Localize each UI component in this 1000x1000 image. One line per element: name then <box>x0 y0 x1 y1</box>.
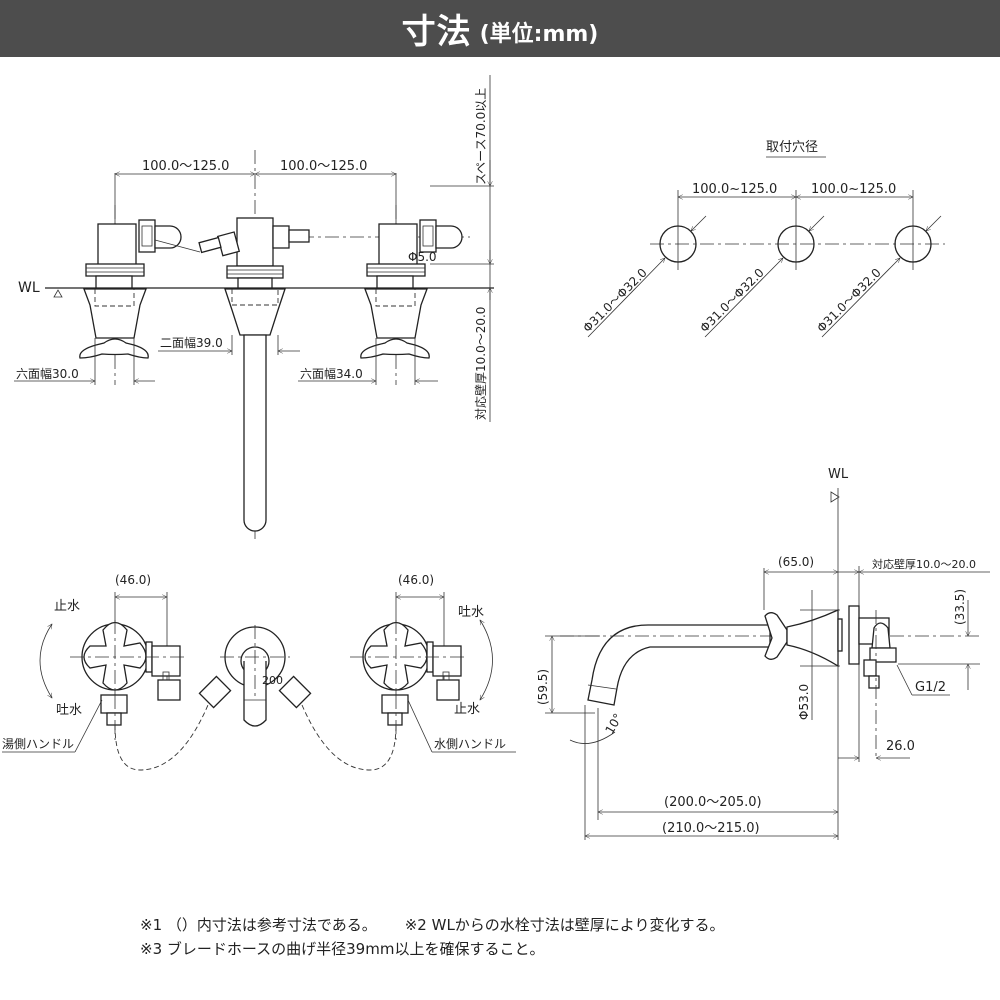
page-header: 寸法 (単位:mm) <box>0 0 1000 57</box>
phi-5-label: Φ5.0 <box>408 250 437 264</box>
wl-triangle-icon <box>830 491 840 503</box>
side-view: WL (65.0) 対応壁厚10.0～20.0 (33.5) <box>536 467 990 840</box>
hole-view-title: 取付穴径 <box>766 140 818 155</box>
center-valve <box>154 217 310 532</box>
right-hex-label: 六面幅34.0 <box>300 366 363 381</box>
spout <box>587 624 771 706</box>
right-valve <box>360 219 463 385</box>
flange <box>848 605 860 665</box>
hole-spacing-left: 100.0~125.0 <box>692 182 777 197</box>
leader-line <box>587 258 665 338</box>
left-valve <box>79 219 182 385</box>
leader-line <box>407 699 433 753</box>
hose-nut <box>863 659 877 677</box>
angle-arc <box>569 731 616 744</box>
side-escutcheon <box>786 608 839 668</box>
leader-line <box>926 215 942 231</box>
note-3: ※3 ブレードホースの曲げ半径39mm以上を確保すること。 <box>140 940 545 958</box>
left-stop-label: 止水 <box>54 599 80 614</box>
space-label: スペース70.0以上 <box>474 88 488 185</box>
cold-handle <box>362 621 462 726</box>
wl-triangle-icon <box>53 289 63 298</box>
wall-fitting <box>837 618 843 652</box>
hole-diameter-1: Φ31.0～Φ32.0 <box>580 266 650 336</box>
side-wl-label: WL <box>828 467 849 482</box>
hole-view: 取付穴径 100.0~125.0 100.0~125.0 Φ31.0～Φ32.0… <box>580 140 945 338</box>
top-view: (46.0) (46.0) 止水 吐水 吐水 止水 <box>2 573 516 771</box>
dim-spacing-right: 100.0～125.0 <box>280 159 367 174</box>
wl-label: WL <box>18 280 40 296</box>
header-title: 寸法 <box>401 12 472 52</box>
note-1: ※1 （）内寸法は参考寸法である。 <box>140 916 377 934</box>
wall-thickness-label: 対応壁厚10.0～20.0 <box>473 307 488 420</box>
hot-handle-label: 湯側ハンドル <box>2 737 74 751</box>
leader-line <box>704 258 783 338</box>
thread-label: G1/2 <box>915 680 946 695</box>
mounting-hole <box>777 225 815 263</box>
left-hex-label: 六面幅30.0 <box>16 366 79 381</box>
handle-offset-label: (65.0) <box>778 555 814 569</box>
rotation-arrow-icon <box>39 624 53 698</box>
center-label: 200 <box>262 674 283 687</box>
reach-inner-label: (200.0～205.0) <box>664 795 762 810</box>
reach-outer-label: (210.0～215.0) <box>662 821 760 836</box>
flange-diameter-label: Φ53.0 <box>797 684 811 720</box>
leader-line <box>74 699 103 753</box>
header-unit: (単位:mm) <box>479 21 599 47</box>
front-view: 100.0～125.0 100.0～125.0 WL <box>14 75 494 540</box>
right-flow-label: 吐水 <box>458 605 484 620</box>
leader-line <box>691 215 707 231</box>
left-hose <box>114 704 209 771</box>
mounting-hole <box>659 225 697 263</box>
hole-spacing-right: 100.0~125.0 <box>811 182 896 197</box>
rotation-arrow-icon <box>479 620 493 700</box>
center-width-label: 二面幅39.0 <box>160 335 223 350</box>
right-stop-label: 止水 <box>454 702 480 717</box>
hose <box>868 675 880 689</box>
depth-label: 26.0 <box>886 739 915 754</box>
height-right-label: (33.5) <box>953 589 967 625</box>
drop-label: (59.5) <box>536 669 550 705</box>
note-2: ※2 WLからの水栓寸法は壁厚により変化する。 <box>404 916 725 934</box>
left-offset-label: (46.0) <box>115 573 151 587</box>
leader-line <box>809 215 825 231</box>
mounting-hole <box>894 225 932 263</box>
cold-handle-label: 水側ハンドル <box>434 737 506 751</box>
technical-drawing: 100.0～125.0 100.0～125.0 WL <box>2 75 990 840</box>
dim-spacing-left: 100.0～125.0 <box>142 159 229 174</box>
right-hose <box>301 704 397 771</box>
thread-fitting <box>869 647 897 663</box>
notes: ※1 （）内寸法は参考寸法である。 ※2 WLからの水栓寸法は壁厚により変化する。… <box>140 913 753 961</box>
hole-diameter-3: Φ31.0～Φ32.0 <box>814 266 884 336</box>
leader-line <box>896 664 913 696</box>
leader-line <box>821 258 900 338</box>
valve-body <box>871 622 891 649</box>
side-handle <box>764 612 788 660</box>
angle-label: 10° <box>602 711 625 736</box>
left-flow-label: 吐水 <box>56 703 82 718</box>
spout-tip-line <box>587 684 617 690</box>
side-wall-label: 対応壁厚10.0～20.0 <box>872 557 976 571</box>
right-offset-label: (46.0) <box>398 573 434 587</box>
hole-diameter-2: Φ31.0～Φ32.0 <box>697 266 767 336</box>
